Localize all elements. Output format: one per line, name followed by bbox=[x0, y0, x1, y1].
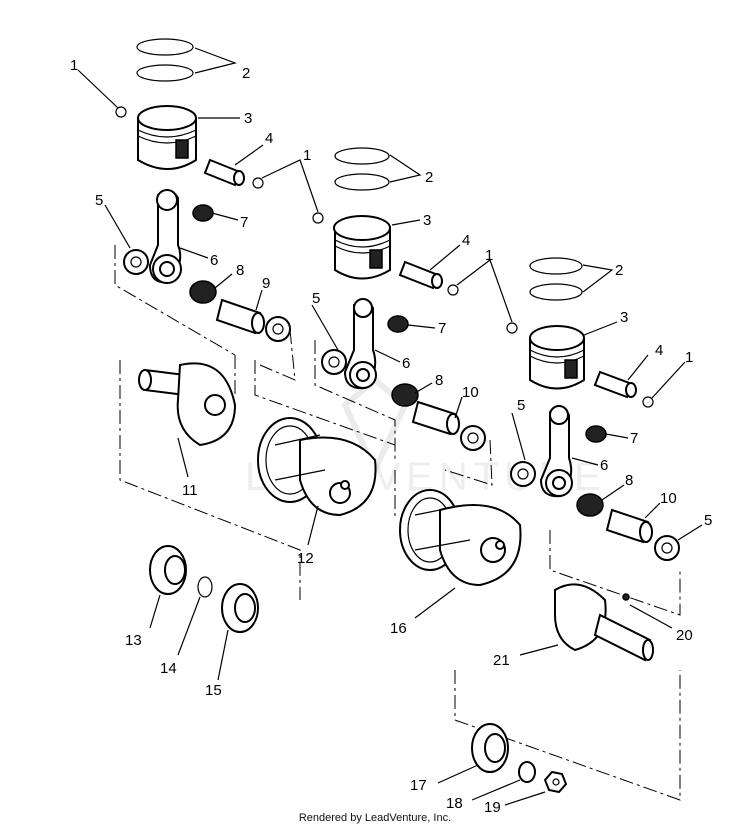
callout-5: 5 bbox=[517, 397, 525, 414]
callout-11: 11 bbox=[182, 482, 198, 499]
callout-15: 15 bbox=[205, 682, 222, 699]
crankshaft-wheel-16 bbox=[394, 470, 522, 587]
callout-10: 10 bbox=[660, 490, 677, 507]
piston-group-right bbox=[506, 257, 681, 616]
leader-lines bbox=[77, 47, 703, 806]
callout-16: 16 bbox=[390, 620, 407, 637]
callout-3: 3 bbox=[620, 309, 628, 326]
callout-5: 5 bbox=[312, 290, 320, 307]
main-bearings-left bbox=[149, 545, 259, 633]
callout-4: 4 bbox=[462, 232, 470, 249]
callout-10: 10 bbox=[462, 384, 479, 401]
crankshaft-wheel-12 bbox=[254, 360, 396, 517]
callout-5: 5 bbox=[704, 512, 712, 529]
callout-2: 2 bbox=[615, 262, 623, 279]
callout-7: 7 bbox=[438, 320, 446, 337]
callout-2: 2 bbox=[242, 65, 250, 82]
callout-4: 4 bbox=[655, 342, 663, 359]
callout-1: 1 bbox=[685, 349, 693, 366]
callout-7: 7 bbox=[240, 214, 248, 231]
callout-8: 8 bbox=[236, 262, 244, 279]
callout-1: 1 bbox=[485, 247, 493, 264]
callout-4: 4 bbox=[265, 130, 273, 147]
callout-6: 6 bbox=[402, 355, 410, 372]
callout-6: 6 bbox=[600, 457, 608, 474]
callout-8: 8 bbox=[625, 472, 633, 489]
callout-13: 13 bbox=[125, 632, 142, 649]
callout-17: 17 bbox=[410, 777, 427, 794]
callout-8: 8 bbox=[435, 372, 443, 389]
piston-group-middle bbox=[312, 147, 493, 486]
main-bearings-right bbox=[471, 723, 568, 794]
callout-20: 20 bbox=[676, 627, 693, 644]
callout-1: 1 bbox=[303, 147, 311, 164]
callout-12: 12 bbox=[297, 550, 314, 567]
callout-14: 14 bbox=[160, 660, 177, 677]
callout-19: 19 bbox=[484, 799, 501, 816]
callout-2: 2 bbox=[425, 169, 433, 186]
callout-18: 18 bbox=[446, 795, 463, 812]
callout-7: 7 bbox=[630, 430, 638, 447]
callout-labels: 1 2 3 4 1 5 7 6 8 9 2 3 4 1 5 7 6 8 10 2… bbox=[70, 57, 712, 816]
crankshaft-end-21 bbox=[454, 583, 681, 801]
callout-21: 21 bbox=[493, 652, 510, 669]
footer-credit: Rendered by LeadVenture, Inc. bbox=[298, 812, 452, 824]
callout-5: 5 bbox=[95, 192, 103, 209]
callout-9: 9 bbox=[262, 275, 270, 292]
callout-6: 6 bbox=[210, 252, 218, 269]
callout-1: 1 bbox=[70, 57, 78, 74]
piston-group-left bbox=[114, 38, 296, 395]
crankshaft-half-11 bbox=[119, 360, 301, 600]
callout-3: 3 bbox=[244, 110, 252, 127]
callout-3: 3 bbox=[423, 212, 431, 229]
